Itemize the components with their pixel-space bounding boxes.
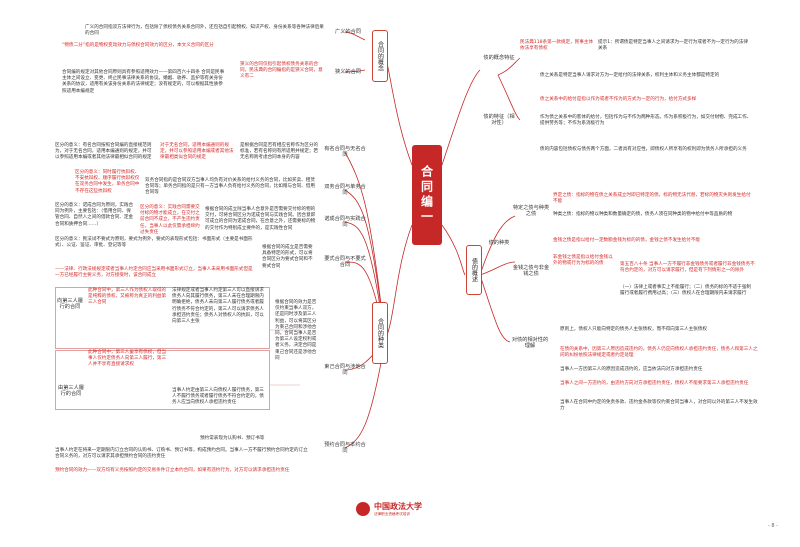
box-tp-burden (55, 350, 270, 410)
node-obligation-concept[interactable]: 债的概念特征 (483, 54, 515, 61)
bilat-red-text: 区分的意义：同时履行抗辩权、不安抗辩权、顺序履行抗辩权仅在双务合同中发生，单务合… (75, 170, 140, 194)
rel-red1: 在债的关系中，因第三人原因造成违约的，债务人仍应向债权人承担违约责任，债务人和第… (560, 347, 758, 359)
node-narrow-contract[interactable]: 狭义的合同 (335, 68, 361, 75)
bilat-text: 双务合同指的是合同双方当事人均负有对价关系的给付义务的合同，比如买卖、租赁合同等… (145, 178, 315, 196)
node-consensual-contract[interactable]: 诺成合同与实践合同 (324, 215, 366, 228)
broad-red-text: “物债二分”指的是物权变动效力与债权合同效力的区分，本文义合同的区分 (62, 43, 214, 48)
prelim-text2: 当事人约定在将来一定期限内订立合同的认购书、订购书、预订书等，构成预约合同。当事… (55, 448, 308, 460)
node-named-contract[interactable]: 有名合同与无名合同 (324, 145, 366, 158)
node-relativity[interactable]: 对债的相对性的理解 (511, 336, 549, 349)
node-preliminary-contract[interactable]: 预约合同与本约合同 (324, 441, 366, 454)
box-tp-benefit (55, 287, 270, 349)
prelim-text: 预约常表现为认购书、预订书等 (200, 436, 265, 441)
named-red-text: 对于无名合同，适用本编通则的规定，并可以参照适用本编或者其他法律最相类似合同的规… (160, 143, 234, 161)
node-obligation-feature[interactable]: 债的特征（相对性） (483, 113, 515, 126)
money-list: （一）法律上或者事实上不能履行；（二）债务的标的不适于强制履行或者履行费用过高；… (620, 285, 751, 297)
university-logo: 中国政法大学 法律职业资格考试培训 (356, 498, 456, 520)
concept-text: 民法典118条第一款规定，民事主体依法享有债权 (520, 40, 594, 52)
node-third-party-contract[interactable]: 束己合同与涉他合同 (324, 363, 366, 376)
logo-name: 中国政法大学 (374, 501, 422, 511)
rel-red2: 当事人之间一方违约的，由违约方向对方承担违约责任，债权人不能要求第三人承担违约责… (560, 381, 749, 386)
money-red2: 非金钱之债是指以给付金钱以外的物或行为为标的的债 (553, 255, 613, 267)
node-money-nonmoney[interactable]: 金钱之债与非金钱之债 (512, 264, 550, 277)
node-broad-contract[interactable]: 广义的合同 (335, 28, 361, 35)
formal-red-text: ——法律、行政法规规定或者当事人约定合同应当采用书面形式订立，当事人未采用书面形… (55, 267, 253, 279)
page-number: - 8 - (768, 523, 778, 529)
named-text: 是根据合同是否有相应名称作为区分的标准，若有名称则有所适用并规定；若无名称则考虑… (240, 143, 319, 161)
node-bilateral-contract[interactable]: 双务合同与单务合同 (324, 183, 366, 196)
narrow-text: 合同编的规定对其他合同原则具有参照适用效力——第四百六十四条 合同是民事主体之间… (62, 70, 225, 94)
node-contract-types[interactable]: 合同的种类 (372, 302, 388, 364)
consent-text: 根据合同的成立除当事人合意外是否需要交付标的物的交付，可将合同区分为诺成合同与实… (205, 207, 316, 231)
rel-text3: 当事人在合同中约定的免责条款、违约金条款等仅约束合同当事人，对合同以外的第三人不… (560, 400, 758, 412)
rel-text1: 原则上，债权人只能向特定的债务人主张债权，而不得向第三人主张债权 (560, 327, 708, 332)
node-obligation-kinds[interactable]: 债的种类 (488, 239, 510, 246)
node-contract-concept[interactable]: 合同的概念 (372, 30, 388, 82)
rel-text2: 当事人一方因第三人的原因造成违约的，应当依法向对方承担违约责任 (560, 367, 703, 372)
node-formal-contract[interactable]: 要式合同与不要式合同 (324, 255, 366, 268)
prelim-red-text: 预约合同的效力——双方均有义务按照约定的交易条件订立本约合同，如果有违约行为，对… (55, 468, 290, 473)
consent-text2: 区分的意义：诺成合同为原则，实践合同为例外，主要包括：（借用合同、保管合同、自然… (55, 203, 134, 227)
specific-text2: 种类之债：指标的物以种类和数量确定的债，债务人须在同种类的物中给付中等品质的物 (553, 212, 733, 217)
narrow-red-text: 狭义的合同仅指引起债权债务关系的合同，民法典的合同编指的是狭义合同，意义有二 (240, 62, 323, 80)
node-tp-burden[interactable]: 由第三人履行的合同 (58, 384, 84, 397)
node-specific-generic[interactable]: 特定之债与种类之债 (512, 204, 550, 217)
logo-subtitle: 法律职业资格考试培训 (374, 512, 410, 516)
formal-text2: 根据合同的成立是否需要具备特定的形式，可以将合同区分为要式合同和不要式合同 (262, 245, 313, 269)
feature-text2: 作为债之关系中的客体的给付，包括作为与不作为两种形态。作为系积极行为，如交付财物… (540, 115, 752, 127)
seal-icon (356, 502, 370, 516)
tp-red2: 此种合同中，第三人虽享有债权，但当事人仅约定债务人向第三人履行，第三人并不享有直… (88, 350, 167, 368)
specific-red-text: 界定之债：指标的物在债之关系成立时即已特定的债，标的物无法代替，若标的物灭失则发… (553, 193, 751, 205)
feature-red-text: 债之关系中的给付是指以作为或者不作为的方式为一定的行为，给付方式多样 (540, 97, 697, 102)
tp-burden-text: 当事人约定由第三人向债权人履行债务，第三人不履行债务或者履行债务不符合约定的，债… (172, 388, 264, 406)
node-obligation-overview[interactable]: 债的概述 (466, 245, 482, 295)
tp-benefit-text: 法律规定或者当事人约定第三人可以直接请求债务人向其履行债务，第三人未在合理期限内… (172, 288, 264, 325)
bilat-intro-text: 区分的意义：有名合同按照合同编的直接规范则为，对于无名合同，适用本编通则的规定，… (55, 143, 152, 161)
money-red-text: 第五百八十条 当事人一方不履行非金钱债务或者履行非金钱债务不符合约定的，对方可以… (620, 262, 755, 274)
broad-text: 广义的合同指双方法律行为，包括除了债权债务关系合同外，还包括自引起物权、知识产权… (85, 25, 324, 37)
consent-red-text: 区分的意义：实践合同需要交付标的物才能成立，在交付之前合同不成立，不产生违约责任… (140, 205, 200, 235)
central-topic[interactable]: 合同编一 (412, 145, 442, 245)
tp-red1: 此种合同中，第三人作为债权人取得的是纯粹的债权，又被称为真正的利益第三人合同 (88, 288, 167, 306)
feature-text: 债之关系是特定当事人请求对方为一定给付的法律关系，权利主体和义务主体都是特定的 (540, 73, 720, 78)
concept-red-text: 提示1：所谓债是特定当事人之间请求为一定行为或者不为一定行为的法律关系 (598, 40, 748, 52)
formal-text: 区分的意义：民法试不要式为原则，要式为例外，要式的表现形式包括：书面形式（主要是… (55, 237, 253, 249)
money-text: 金钱之债是指以给付一定数额金钱为标的的债，金钱之债不发生给付不能 (553, 238, 701, 243)
node-tp-benefit[interactable]: 向第三人履行的合同 (57, 297, 83, 310)
third-text: 根据合同的效力是否仅约束当事人双方，还是同时涉及第三人利益，可以将其区分为束己合… (275, 300, 317, 361)
feature-text3: 债的内容包括债权与债务两个方面，二者具有对应性，即债权人所享有的权利即为债务人所… (540, 147, 747, 152)
